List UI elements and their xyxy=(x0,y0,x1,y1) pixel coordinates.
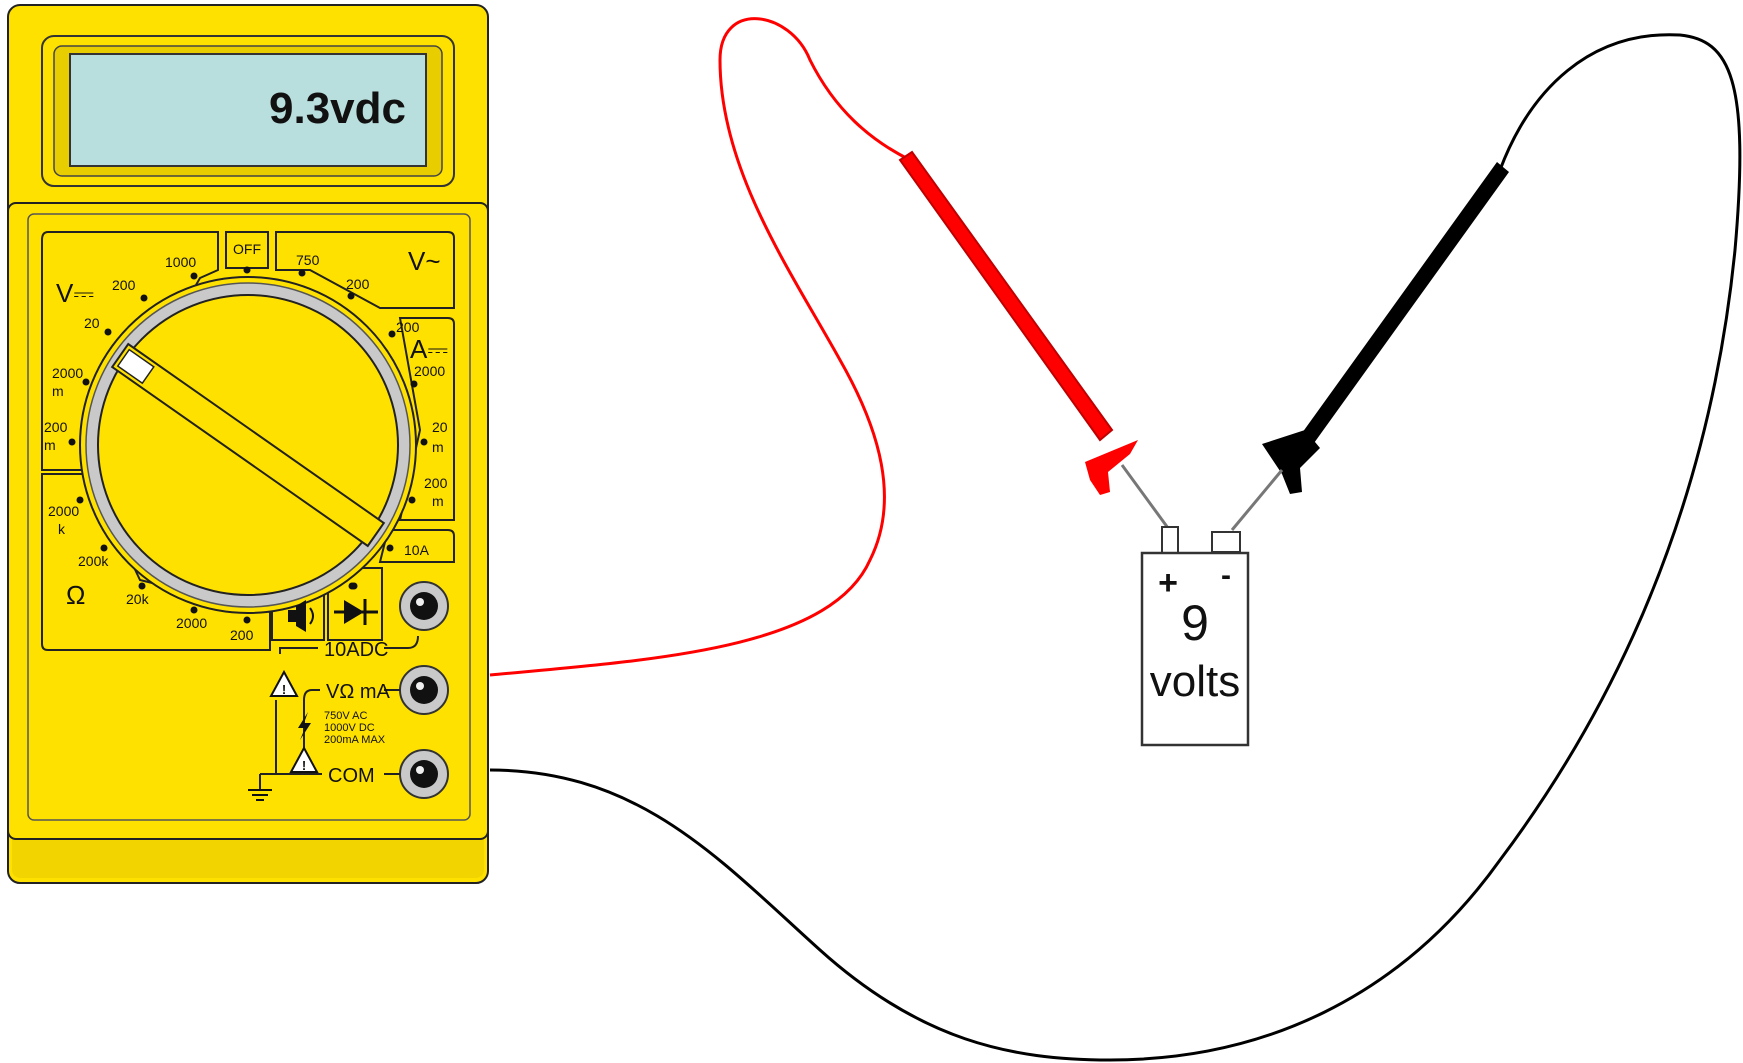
ohm-range-k: k xyxy=(58,521,66,537)
selector-pointer-tip xyxy=(116,348,155,385)
ohm-range-200: 200 xyxy=(230,627,254,643)
dcv-range-20: 20 xyxy=(84,315,100,331)
zone-10a xyxy=(378,529,455,563)
ac-volts-symbol: V~ xyxy=(408,246,441,276)
dcv-range-200m: 200 xyxy=(44,419,68,435)
black-lead-wire xyxy=(489,33,1742,1062)
dc-amps-symbol: A⎓ xyxy=(410,334,448,364)
zone-off xyxy=(225,231,269,269)
jack-v-label: VΩ mA xyxy=(326,681,391,703)
ohms-symbol: Ω xyxy=(66,580,85,610)
selector-pointer-bar xyxy=(110,342,386,548)
warning-line-3: 200mA MAX xyxy=(324,734,386,746)
warning-icon: ! xyxy=(269,669,299,697)
svg-text:!: ! xyxy=(302,758,306,773)
dc-volts-symbol: V⎓ xyxy=(56,278,94,308)
rotary-selector[interactable] xyxy=(79,276,417,614)
ground-icon xyxy=(248,789,272,801)
svg-text:!: ! xyxy=(282,682,286,697)
dca-range-m1: m xyxy=(432,439,444,455)
black-lead[interactable] xyxy=(489,33,1742,1062)
dcv-range-m1: m xyxy=(52,383,64,399)
battery: + - 9 volts xyxy=(1140,526,1250,747)
red-probe-guard xyxy=(1085,440,1138,495)
jack-com[interactable] xyxy=(399,749,449,799)
dcv-range-200: 200 xyxy=(112,277,136,293)
battery-body xyxy=(1140,551,1250,747)
battery-plus-label: + xyxy=(1158,564,1178,602)
acv-range-200: 200 xyxy=(346,276,370,292)
continuity-icon xyxy=(288,600,314,632)
dcv-range-m2: m xyxy=(44,437,56,453)
black-probe-body xyxy=(1297,162,1509,450)
acv-range-750: 750 xyxy=(296,252,320,268)
lcd-screen xyxy=(69,53,427,167)
jack-v-ohm-ma[interactable] xyxy=(399,665,449,715)
battery-minus-label: - xyxy=(1221,559,1231,592)
diode-icon xyxy=(334,582,378,625)
red-lead-wire xyxy=(489,17,911,677)
amp-10-label: 10A xyxy=(404,542,430,558)
warning-icon-lower: ! xyxy=(289,745,319,773)
ohm-range-2000: 2000 xyxy=(176,615,207,631)
jack-com-label: COM xyxy=(328,765,375,787)
black-probe-guard xyxy=(1262,430,1320,494)
dcv-range-1000: 1000 xyxy=(165,254,196,270)
red-probe-body xyxy=(898,150,1114,442)
battery-positive-terminal xyxy=(1161,526,1179,554)
dca-range-m2: m xyxy=(432,493,444,509)
jack-10a-label: 10ADC xyxy=(324,639,388,661)
zone-ac-volts xyxy=(275,231,455,309)
dca-range-200: 200 xyxy=(396,319,420,335)
red-probe-tip xyxy=(1120,464,1170,529)
jack-10a[interactable] xyxy=(399,581,449,631)
battery-negative-terminal xyxy=(1211,531,1241,553)
ohm-range-200k: 200k xyxy=(78,553,109,569)
red-lead[interactable] xyxy=(489,17,1170,677)
battery-value: 9 xyxy=(1181,595,1209,651)
dcv-range-2000m: 2000 xyxy=(52,365,83,381)
jack-wiring xyxy=(259,635,419,790)
warning-line-1: 750V AC xyxy=(324,710,367,722)
lightning-icon xyxy=(298,712,311,740)
battery-unit: volts xyxy=(1150,657,1240,706)
zone-dc-amps xyxy=(398,317,455,521)
lcd-reading: 9.3vdc xyxy=(269,84,406,133)
ohm-range-20k: 20k xyxy=(126,591,150,607)
dca-range-2000: 2000 xyxy=(414,363,445,379)
ohm-range-2000k: 2000 xyxy=(48,503,79,519)
warning-line-2: 1000V DC xyxy=(324,722,375,734)
off-label: OFF xyxy=(233,241,261,257)
multimeter: 9.3vdc V⎓ V~ A⎓ Ω OFF 1000 200 20 2000 m… xyxy=(7,4,489,884)
front-panel-inner xyxy=(27,213,471,821)
black-probe-tip xyxy=(1230,469,1284,531)
dca-range-20: 20 xyxy=(432,419,448,435)
zone-dc-volts xyxy=(41,231,219,471)
dca-range-200m: 200 xyxy=(424,475,448,491)
